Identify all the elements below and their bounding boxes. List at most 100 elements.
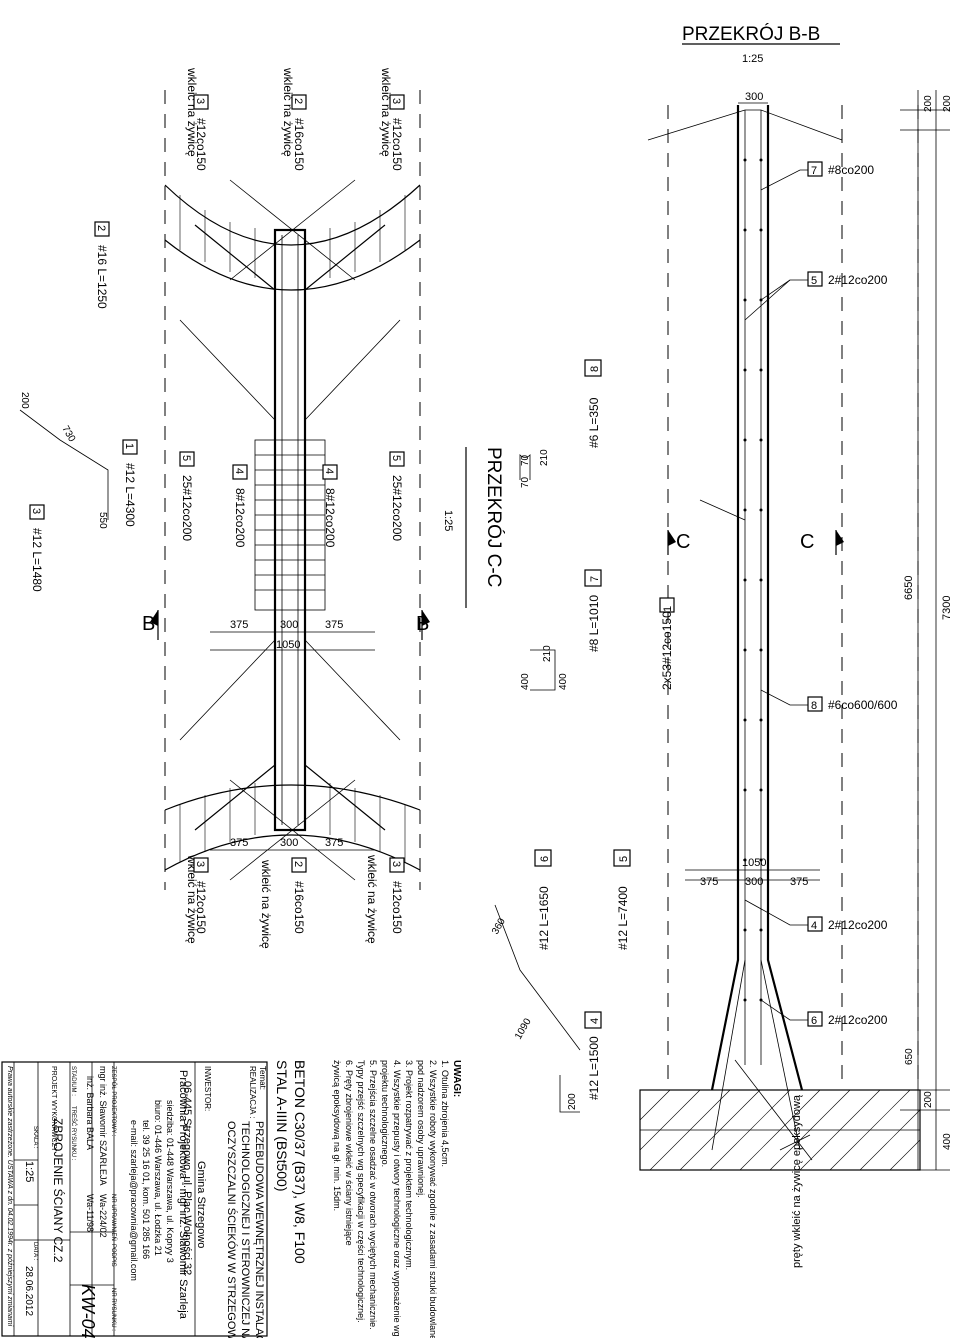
bb-position-labels: 7 #8co200 5 2#12co200 1 2x53#12co150 8 #… [659, 161, 898, 1268]
dim-cc-375c: 375 [230, 837, 248, 849]
note-6b: żywicą epoksydową na gł. min. 15dm. [332, 1060, 342, 1211]
cc-mid-4a-text: 8#12co200 [233, 488, 247, 548]
tb-inwestor-line-2: 06-445 Strzegowo, ul. Plac Wolności 32 [181, 1081, 193, 1275]
notes: UWAGI: 1. Otulina zbrojenia 4,5cm. 2. Ws… [332, 1060, 462, 1338]
bb-label-8-text: #6co600/600 [828, 698, 898, 712]
cc-bot-2-text: #16co150 [292, 881, 306, 934]
bar-4-text: #12 L=1500 [587, 1036, 601, 1100]
dim-cc-300b: 300 [280, 837, 298, 849]
material-beton: BETON C30/37 (B37), W8, F100 [292, 1060, 308, 1264]
bb-label-1-text: 2x53#12co150 [660, 611, 674, 690]
bb-label-5-text: 2#12co200 [828, 273, 888, 287]
tb-office-line-5: e-mail: szarleja@pracownia@gmail.com [129, 1120, 139, 1281]
section-bb-title: PRZEKRÓJ B-B 1:25 [682, 23, 840, 65]
note-2b: pod nadzorem osoby uprawnionej. [416, 1060, 426, 1198]
bb-label-7-text: #8co200 [828, 163, 874, 177]
section-cc: PRZEKRÓJ C-C 1:25 [142, 90, 505, 890]
bb-label-4-text: 2#12co200 [828, 918, 888, 932]
dim-bb-300: 300 [745, 876, 763, 888]
cc-top-3a-num: 3 [194, 98, 206, 104]
dim-bb-200a: 200 [923, 95, 934, 112]
tb-project-line-1: PRZEBUDOWA WEWNĘTRZNEJ INSTALACJI [253, 1121, 265, 1338]
section-bb-scale: 1:25 [742, 53, 763, 65]
dim-bb-200c: 200 [923, 1091, 934, 1108]
tb-stadium-label: STADIUM : [70, 1066, 76, 1096]
dim-bb-1050: 1050 [742, 857, 766, 869]
bar-6-d1: 360 [490, 916, 508, 936]
bar-7-d3: 400 [520, 673, 531, 690]
material-stal: STAL A-IIIN (BSt500) [274, 1060, 290, 1192]
dim-bb-650: 650 [904, 1048, 915, 1065]
cc-bot-2-num: 2 [292, 861, 304, 867]
note-5: 5. Przejścia szczelne osadzać w otworach… [368, 1060, 378, 1330]
bb-label-5-num: 5 [811, 275, 817, 287]
cut-b-right: B [416, 613, 429, 635]
cc-bottom-hatching [179, 783, 406, 862]
bar-7-num: 7 [589, 576, 601, 582]
tb-skala: 1:25 [23, 1161, 35, 1182]
bar-4-num: 4 [589, 1018, 601, 1024]
bb-label-1-num: 1 [662, 606, 674, 612]
tb-realizacja-label: REALIZACJA : [248, 1066, 257, 1118]
dim-bb-6650: 6650 [903, 576, 915, 600]
cut-b-left: B [142, 613, 155, 635]
tb-tresc-label: TREŚĆ RYSUNKU : [70, 1106, 78, 1161]
cc-stirrups [255, 454, 325, 591]
section-cc-heading: PRZEKRÓJ C-C [483, 447, 505, 587]
bb-label-6-text: 2#12co200 [828, 1013, 888, 1027]
bar-8-text: #6 L=350 [587, 397, 601, 448]
dim-cc-375d: 375 [325, 837, 343, 849]
bar-1-d3: 200 [19, 392, 30, 409]
tb-office-line-4: tel. 39 25 16 01, kom. 501 285 166 [141, 1120, 151, 1259]
dim-bb-7300: 7300 [941, 596, 953, 620]
tb-nr-rys-label: NR RYSUNKU : [110, 1288, 116, 1331]
cc-glue-bottom-2: wkleić na żywicę [259, 859, 273, 949]
bar-8-num: 8 [589, 366, 601, 372]
left-bar-schedule: 2 #16 L=1250 1 #12 L=4300 200 730 550 3 … [19, 221, 138, 592]
tb-drawing-no: KW-04 [78, 1284, 98, 1338]
bar-8-d2: 70 [520, 476, 531, 488]
cc-mid-5b-num: 5 [390, 455, 402, 461]
tb-designer-1: mgr inż. Sławomir SZARLEJA [98, 1066, 108, 1186]
cc-top-3a-text: #12co150 [194, 118, 208, 171]
note-2: 2. Wszystkie roboty wykonywać zgodnie z … [428, 1060, 438, 1338]
bb-label-4-num: 4 [811, 920, 817, 932]
tb-podpis-label: PODPIS [110, 1244, 116, 1267]
bar-2-text: #16 L=1250 [95, 245, 109, 309]
cc-mid-5a-num: 5 [180, 455, 192, 461]
tb-nr-upr-label: NR UPRAWNIEŃ [110, 1194, 117, 1241]
bar-8-d1: 210 [539, 449, 550, 466]
tb-designer-2-nr: Wa-11/98 [85, 1194, 95, 1232]
cc-bot-3b-num: 3 [390, 861, 402, 867]
note-5b: Typy przejść szczelnych wg specyfikacji … [356, 1060, 366, 1323]
dim-bb-375a: 375 [700, 876, 718, 888]
bb-label-6-num: 6 [811, 1015, 817, 1027]
tb-designer-1-nr: Wa-224/02 [98, 1194, 108, 1238]
cut-c-left: C [676, 531, 690, 553]
section-cc-scale: 1:25 [442, 510, 454, 531]
cc-mid-4b-num: 4 [323, 468, 335, 474]
cc-bot-3b-text: #12co150 [390, 881, 404, 934]
section-bb-wall: C C [639, 105, 921, 1171]
bb-label-8-num: 8 [811, 700, 817, 712]
tb-temat-label: Temat: [258, 1066, 267, 1090]
bar-2-num: 2 [95, 225, 107, 231]
notes-heading: UWAGI: [451, 1060, 462, 1097]
bar-1-d1: 550 [97, 512, 108, 529]
cc-top-3b-text: #12co150 [390, 118, 404, 171]
tb-inwestor-label: INWESTOR: [203, 1066, 212, 1111]
note-4b: projektu technologicznego. [380, 1060, 390, 1167]
tb-project-line-3: OCZYSZCZALNI ŚCIEKÓW W STRZEGOWIE [225, 1121, 238, 1338]
cc-mid-4a-num: 4 [233, 468, 245, 474]
tb-skala-label: SKALA : [32, 1126, 38, 1149]
cc-glue-top-2: wkleić na żywicę [281, 67, 295, 157]
tb-office-line-3: biuro: 01-446 Warszawa, ul. Łodzka 21 [153, 1100, 163, 1256]
note-6: 6. Pręty zbrojeniowe wkleić w ściany ist… [344, 1060, 354, 1246]
bar-4-d1: 200 [567, 1093, 578, 1110]
bar-1-num: 1 [123, 443, 135, 449]
cc-glue-top-3: wkleić na żywicę [379, 67, 393, 157]
tb-office-line-2: siedziba: 01-448 Warszawa, ul. Kopryy 3 [165, 1100, 175, 1263]
cc-mid-4b-text: 8#12co200 [323, 488, 337, 548]
bar-5-text: #12 L=7400 [616, 886, 630, 950]
